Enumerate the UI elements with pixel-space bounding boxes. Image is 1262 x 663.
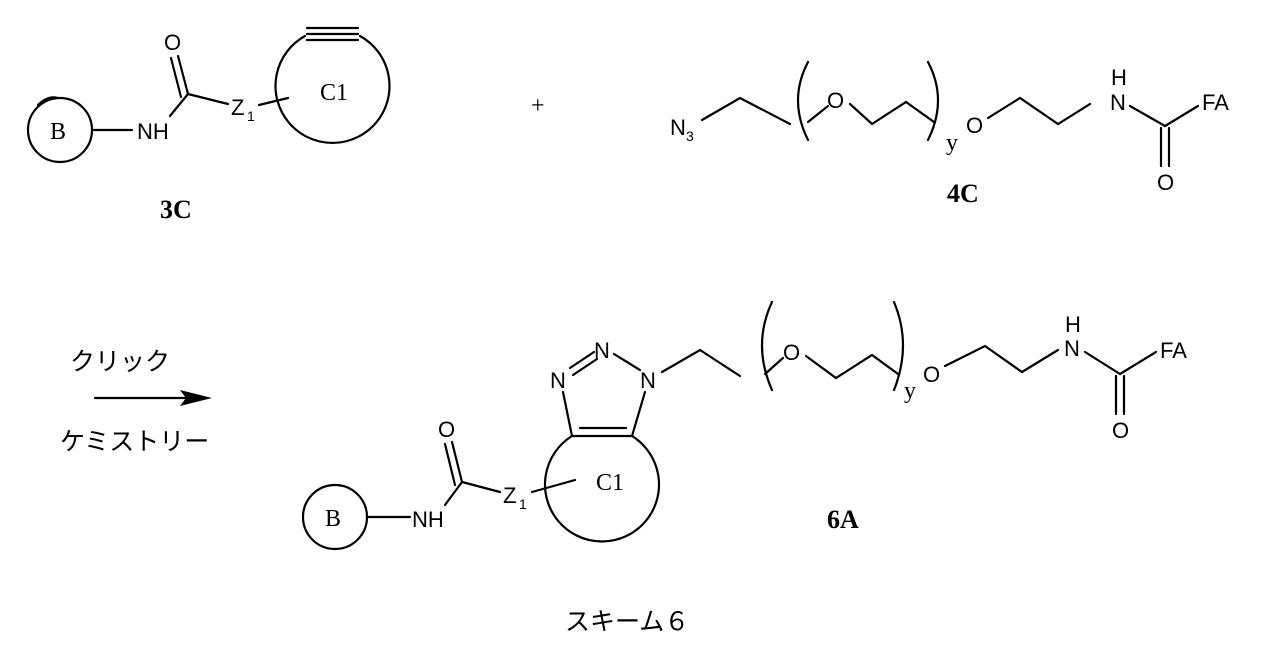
plus-sign: + — [531, 93, 545, 119]
bond — [1120, 352, 1156, 374]
z-subscript: 1 — [519, 496, 527, 512]
bond — [259, 98, 288, 105]
ring-c1-label: C1 — [596, 470, 624, 496]
reaction-arrow: クリック ケミストリー — [60, 347, 212, 456]
azide-subscript: 3 — [686, 128, 694, 144]
fa-label: FA — [1160, 338, 1187, 363]
bond-double — [570, 352, 594, 368]
bond — [462, 482, 500, 492]
amide-o-label: O — [1112, 418, 1129, 443]
amide-n-label: N — [1110, 90, 1126, 115]
bond-double — [573, 359, 597, 375]
ether-o-label: O — [827, 88, 844, 113]
chain — [988, 98, 1090, 124]
ether-o-label: O — [783, 340, 800, 365]
triazole-n-left: N — [550, 368, 566, 393]
bond — [808, 106, 828, 122]
bond — [563, 392, 572, 436]
chain — [945, 346, 1058, 372]
repeat-y-label: y — [946, 130, 958, 156]
compound-6a: B NH O Z 1 C1 N N N O y O N H — [303, 302, 1187, 549]
linker-o-label: O — [923, 362, 940, 387]
scheme-caption: スキーム６ — [565, 607, 689, 636]
repeat-open-paren — [798, 62, 808, 140]
bond — [532, 480, 575, 492]
azide-label: N — [670, 115, 686, 140]
bond — [170, 94, 188, 116]
repeat-close-paren — [928, 62, 938, 140]
repeat-open-paren — [762, 302, 772, 390]
chain — [662, 350, 740, 376]
chain — [850, 102, 934, 124]
arrow-top-text: クリック — [70, 347, 170, 376]
compound-label-4c: 4C — [947, 179, 979, 208]
compound-label-3c: 3C — [160, 195, 192, 224]
arrow-bottom-text: ケミストリー — [60, 427, 209, 456]
fa-label: FA — [1202, 90, 1229, 115]
ring-b-label: B — [325, 506, 341, 532]
nh-label: NH — [137, 119, 169, 144]
chain — [702, 98, 790, 124]
nh-label: NH — [412, 507, 444, 532]
ring-b-label: B — [50, 119, 66, 145]
carbonyl-o-label: O — [164, 30, 181, 55]
z-subscript: 1 — [247, 108, 255, 124]
repeat-y-label: y — [904, 378, 916, 404]
compound-label-6a: 6A — [827, 505, 859, 534]
amide-o-label: O — [1157, 170, 1174, 195]
amide-n-label: N — [1064, 336, 1080, 361]
amide-h-label: H — [1065, 312, 1081, 337]
repeat-close-paren — [894, 302, 903, 390]
amide-h-label: H — [1111, 65, 1127, 90]
bond — [1130, 106, 1165, 126]
bond — [188, 94, 228, 104]
ring-c1-label: C1 — [320, 80, 348, 106]
bond — [1165, 106, 1198, 126]
z-label: Z — [231, 95, 244, 120]
carbonyl-o-label: O — [438, 417, 455, 442]
linker-o-label: O — [966, 113, 983, 138]
chain — [806, 355, 898, 378]
bond — [614, 354, 640, 370]
z-label: Z — [503, 483, 516, 508]
bond — [445, 482, 462, 505]
compound-4c: N 3 O y O N H FA O 4C — [670, 62, 1229, 208]
compound-3c: B NH O Z 1 C1 3C — [28, 28, 390, 224]
bond — [632, 392, 645, 436]
triazole-n-right: N — [640, 368, 656, 393]
bond — [1085, 352, 1120, 374]
bond — [765, 358, 783, 374]
